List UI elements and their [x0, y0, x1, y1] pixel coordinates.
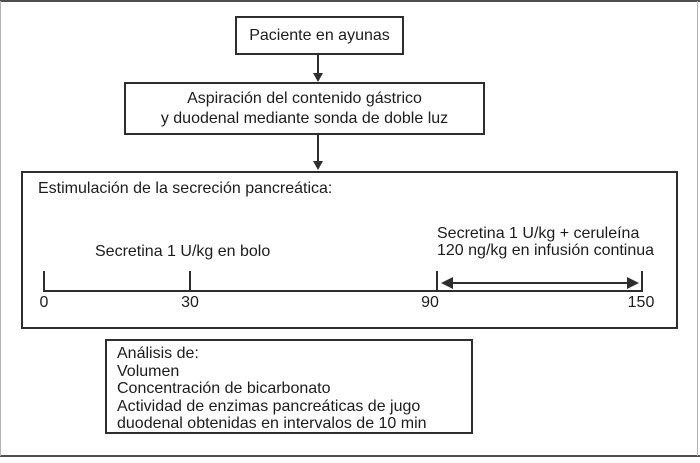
analysis-box: Análisis de: Volumen Concentración de bi…: [105, 339, 473, 434]
timeline-label-0: 0: [39, 294, 49, 311]
analysis-line3: Concentración de bicarbonato: [117, 380, 331, 397]
frame-top-border: [0, 0, 700, 2]
analysis-line2: Volumen: [117, 362, 180, 380]
frame-bottom-border: [0, 455, 700, 457]
aspiration-box-line1: Aspiración del contenido gástrico: [187, 89, 422, 107]
timeline-label-90: 90: [421, 294, 439, 311]
frame-left-border: [0, 1, 1, 456]
stimulation-box: Estimulación de la secreción pancreática…: [21, 171, 678, 329]
timeline-axis: [43, 290, 642, 292]
down-arrow-icon: [312, 55, 324, 82]
fasting-box: Paciente en ayunas: [235, 16, 404, 55]
timeline-tick-150: [641, 271, 643, 292]
stimulation-title: Estimulación de la secreción pancreática…: [38, 180, 333, 197]
analysis-line1: Análisis de:: [117, 345, 199, 362]
timeline-tick-0: [43, 271, 45, 292]
double-arrow-icon: [441, 276, 639, 290]
down-arrow-icon: [312, 135, 324, 170]
timeline-tick-90: [436, 271, 438, 292]
infusion-label: Secretina 1 U/kg + ceruleína 120 ng/kg e…: [437, 225, 654, 259]
analysis-line5: duodenal obtenidas en intervalos de 10 m…: [117, 415, 427, 432]
infusion-label-line1: Secretina 1 U/kg + ceruleína: [437, 225, 640, 242]
secretin-bolus-label: Secretina 1 U/kg en bolo: [95, 243, 271, 260]
aspiration-box: Aspiración del contenido gástrico y duod…: [124, 82, 485, 135]
timeline-label-150: 150: [627, 294, 655, 311]
fasting-box-label: Paciente en ayunas: [249, 26, 390, 44]
timeline-label-30: 30: [181, 294, 199, 311]
frame-right-border: [697, 1, 698, 456]
timeline-tick-30: [189, 271, 191, 292]
analysis-line4: Actividad de enzimas pancreáticas de jug…: [117, 397, 421, 415]
aspiration-box-line2: y duodenal mediante sonda de doble luz: [160, 109, 449, 127]
infusion-label-line2: 120 ng/kg en infusión continua: [437, 242, 655, 259]
